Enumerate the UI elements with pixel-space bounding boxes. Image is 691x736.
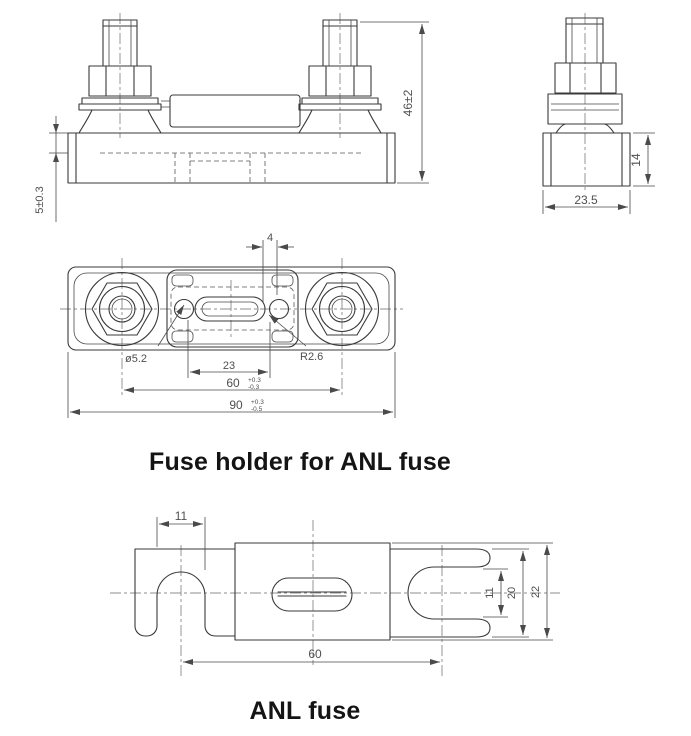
dim-label-60: 60 [226,376,240,390]
side-view: 14 23.5 [542,13,655,214]
dim-tol-90-lower: -0.5 [251,406,263,413]
fuse-left-terminal [134,548,236,637]
caption-fuse-holder: Fuse holder for ANL fuse [148,448,452,476]
fuse-body [234,542,391,641]
dim-label-23-5: 23.5 [574,193,598,207]
dim-label-46: 46±2 [401,89,415,116]
dimension-body-height: 22 [392,542,553,641]
dim-tol-60-upper: +0.3 [248,377,261,384]
dim-label-60-fuse: 60 [308,647,322,661]
dim-label-90: 90 [229,398,243,412]
fuse-body-silhouette [169,94,301,128]
dimension-slot-width: 11 [156,509,206,570]
dim-label-11-left: 11 [175,509,188,523]
dimension-fork-slot: 11 [483,568,508,618]
holder-body-outline [67,266,396,351]
side-base [542,132,631,187]
dim-label-22: 22 [530,586,542,598]
dimension-stud-spacing: 60 +0.3 -0.3 [124,376,340,393]
dim-tol-60-lower: -0.3 [248,384,260,391]
fuse-well [166,269,299,348]
centerline [121,258,343,395]
right-hex-terminal [304,271,380,347]
busbar-lines [161,100,300,108]
dim-label-23: 23 [223,360,235,372]
side-terminal-stud [547,17,623,134]
fuse-view: 11 60 11 20 22 [110,509,560,676]
dim-label-5: 5±0.3 [34,186,46,213]
dimension-center-spacing: 60 [183,647,440,665]
holder-base [67,132,396,184]
dim-label-11-right: 11 [484,587,496,598]
outside-arrows [53,124,59,162]
dimension-slot-radius: R2.6 [268,314,323,363]
dimension-slot-length: 23 [187,320,271,378]
dim-tol-90-upper: +0.3 [251,399,264,406]
dimension-recess-depth: 5±0.3 [34,116,68,222]
contact-slot [173,296,290,322]
dim-label-radius: R2.6 [300,351,323,363]
top-view: 4 ø5.2 R2.6 23 60 +0.3 -0.3 9 [60,232,403,418]
dim-label-4: 4 [267,232,273,244]
dimension-slot-offset: 4 [246,232,294,302]
dim-label-20: 20 [506,587,518,599]
left-hex-terminal [84,271,160,347]
dim-label-hole: ø5.2 [125,353,147,365]
fuse-right-terminal [389,548,491,638]
right-terminal-stud [298,19,382,134]
dimension-overall-length: 90 +0.3 -0.5 [67,352,396,418]
front-view: 46±2 5±0.3 [34,13,429,222]
dim-label-14: 14 [629,153,643,167]
dimension-terminal-height: 20 [492,548,529,638]
caption-anl-fuse: ANL fuse [249,697,361,725]
left-terminal-stud [78,19,162,134]
fuse-window [271,577,353,612]
dimension-base-height: 14 [629,132,655,187]
dimension-base-width: 23.5 [542,190,631,214]
holder-inner-outline [73,272,390,345]
dimension-overall-height: 46±2 [360,21,429,184]
dimension-hole-diameter: ø5.2 [125,304,185,365]
